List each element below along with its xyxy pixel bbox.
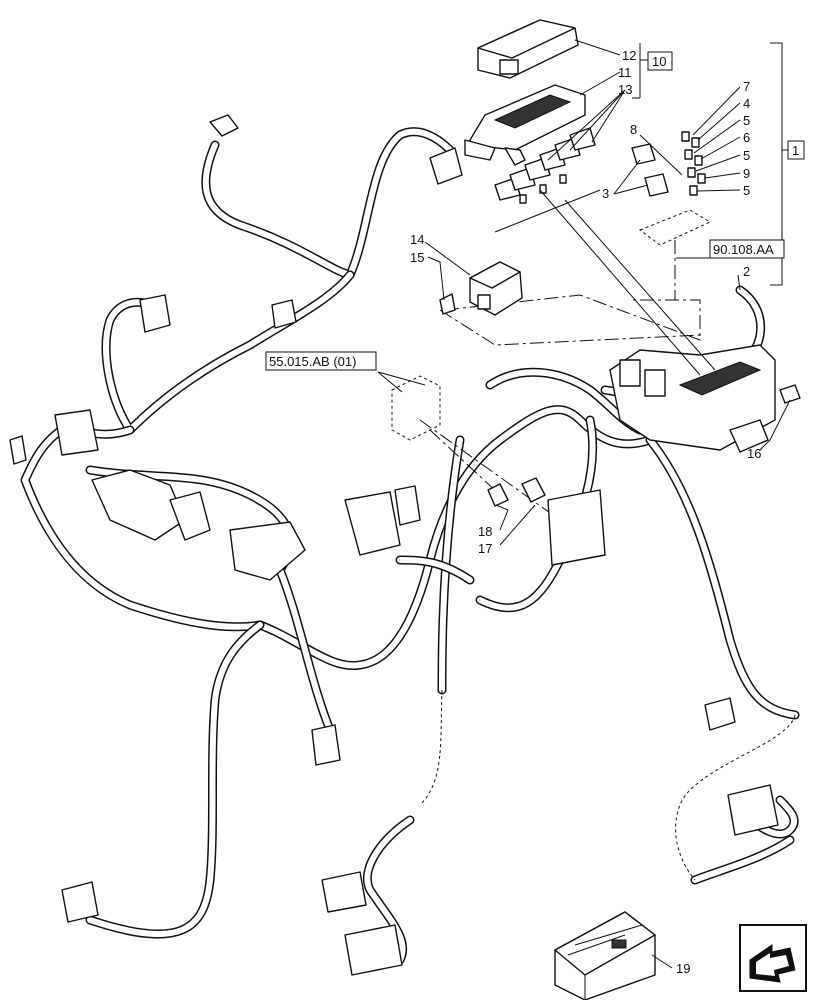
callout-1-box	[787, 140, 805, 160]
reference-55015-box	[265, 351, 377, 371]
assembly-line-3	[674, 240, 700, 301]
callout-12: 12	[622, 48, 636, 63]
terminal-strips	[494, 127, 596, 204]
assembly-line-2	[439, 309, 701, 346]
callout-19: 19	[676, 961, 690, 976]
callout-1: 1	[792, 143, 799, 158]
callout-4: 4	[743, 96, 750, 111]
callout-5b: 5	[743, 148, 750, 163]
callout-16: 16	[747, 446, 761, 461]
callout-10: 10	[652, 54, 666, 69]
installed-fuse-box	[609, 344, 801, 453]
relay-reference-part	[391, 375, 441, 441]
callout-7: 7	[743, 79, 750, 94]
shipping-crate	[554, 911, 656, 1000]
reference-55015: 55.015.AB (01)	[269, 354, 356, 369]
callout-labels: 12 11 13 10 7 4 5 6 5 9 5 8 3 1 90.108.A…	[265, 48, 805, 976]
callout-9: 9	[743, 166, 750, 181]
fuse-box-base	[464, 84, 586, 166]
assembly-line-4	[419, 419, 561, 521]
hidden-wire-path-2	[675, 714, 796, 881]
callout-13: 13	[618, 82, 632, 97]
callout-5c: 5	[743, 183, 750, 198]
reference-90108-box	[709, 239, 785, 259]
callout-10-box	[647, 51, 673, 71]
fuse-17	[521, 477, 546, 503]
arrow-navigation-icon[interactable]	[739, 924, 807, 992]
callout-18: 18	[478, 524, 492, 539]
decal-sheet	[638, 209, 712, 246]
connector-housing	[439, 261, 523, 316]
callout-8: 8	[630, 122, 637, 137]
fuse-box-cover	[477, 19, 579, 79]
callout-17: 17	[478, 541, 492, 556]
callout-3: 3	[602, 186, 609, 201]
callout-6: 6	[743, 130, 750, 145]
hidden-wire-path	[419, 689, 443, 806]
callout-15: 15	[410, 250, 424, 265]
callout-14: 14	[410, 232, 424, 247]
callout-5a: 5	[743, 113, 750, 128]
assembly-line-5	[429, 429, 501, 496]
reference-90108: 90.108.AA	[713, 242, 774, 257]
leader-lines	[377, 39, 791, 969]
relay-group	[631, 131, 706, 197]
callout-2: 2	[743, 264, 750, 279]
fuse-18	[487, 483, 509, 507]
harness-connectors	[9, 114, 779, 976]
callout-11: 11	[618, 65, 632, 80]
